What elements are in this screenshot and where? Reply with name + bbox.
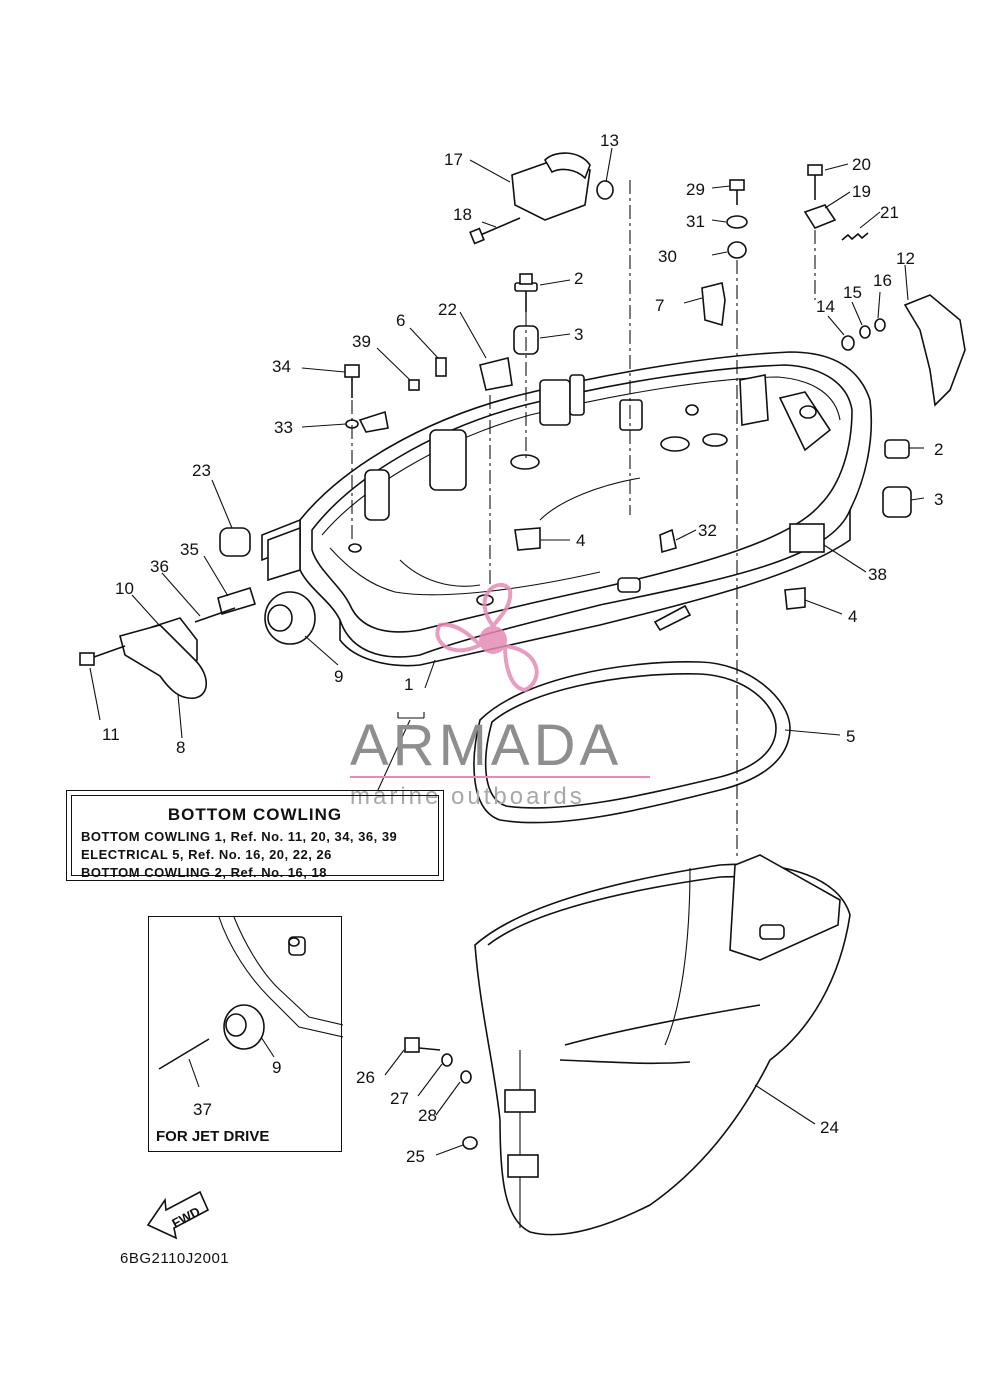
callout-22: 22 <box>438 300 457 319</box>
callout-35: 35 <box>180 540 199 559</box>
reference-table: BOTTOM COWLING BOTTOM COWLING 1, Ref. No… <box>66 790 444 881</box>
reference-table-title: BOTTOM COWLING <box>167 805 343 824</box>
callout-19: 19 <box>852 182 871 201</box>
callout-23: 23 <box>192 461 211 480</box>
callout-24: 24 <box>820 1118 839 1137</box>
callout-18: 18 <box>453 205 472 224</box>
callout-34: 34 <box>272 357 291 376</box>
watermark-logo <box>435 583 539 693</box>
callout-28: 28 <box>418 1106 437 1125</box>
callout-17: 17 <box>444 150 463 169</box>
callout-11: 11 <box>102 725 120 744</box>
callout-4: 4 <box>576 531 585 550</box>
callout-12: 12 <box>896 249 915 268</box>
callout-1: 1 <box>404 675 413 694</box>
jet-drive-inset-drawing <box>158 917 343 1088</box>
callout-20: 20 <box>852 155 871 174</box>
callout-37: 37 <box>193 1100 212 1119</box>
callout-26: 26 <box>356 1068 375 1087</box>
callout-5: 5 <box>846 727 855 746</box>
callout-2: 2 <box>574 269 583 288</box>
callout-30: 30 <box>658 247 677 266</box>
callout-21: 21 <box>880 203 899 222</box>
callout-36: 36 <box>150 557 169 576</box>
leader-lines <box>89 147 925 1156</box>
callout-labels: 1 2 2 3 3 4 4 5 6 7 8 9 9 10 11 12 13 14… <box>102 131 943 1166</box>
watermark-brand: ARMADA <box>350 713 623 778</box>
callout-15: 15 <box>843 283 862 302</box>
callout-10: 10 <box>115 579 134 598</box>
callout-8: 8 <box>176 738 185 757</box>
lower-case <box>474 854 851 1236</box>
callout-27: 27 <box>390 1089 409 1108</box>
callout-4b: 4 <box>848 607 857 626</box>
reference-row: BOTTOM COWLING 2, Ref. No. 16, 18 <box>81 865 327 880</box>
watermark-tagline: marine outboards <box>350 783 585 810</box>
diagram-code: 6BG2110J2001 <box>120 1250 230 1267</box>
reference-row: ELECTRICAL 5, Ref. No. 16, 20, 22, 26 <box>81 847 332 862</box>
callout-6: 6 <box>396 311 405 330</box>
callout-38: 38 <box>868 565 887 584</box>
callout-39: 39 <box>352 332 371 351</box>
callout-32: 32 <box>698 521 717 540</box>
callout-2b: 2 <box>934 440 943 459</box>
callout-7: 7 <box>655 296 664 315</box>
jet-drive-inset: FOR JET DRIVE <box>148 916 343 1152</box>
callout-9b: 9 <box>272 1058 281 1077</box>
fwd-arrow: FWD <box>146 1190 210 1240</box>
callout-31: 31 <box>686 212 705 231</box>
callout-9: 9 <box>334 667 343 686</box>
reference-row: BOTTOM COWLING 1, Ref. No. 11, 20, 34, 3… <box>81 829 398 844</box>
gasket <box>473 661 791 824</box>
watermark-underline <box>350 776 650 778</box>
callout-29: 29 <box>686 180 705 199</box>
callout-33: 33 <box>274 418 293 437</box>
jet-drive-caption: FOR JET DRIVE <box>156 1128 270 1145</box>
small-parts <box>79 152 966 1150</box>
bottom-cowling-tray <box>261 351 873 667</box>
callout-13: 13 <box>600 131 619 150</box>
callout-3: 3 <box>574 325 583 344</box>
callout-3b: 3 <box>934 490 943 509</box>
callout-14: 14 <box>816 297 835 316</box>
callout-16: 16 <box>873 271 892 290</box>
reference-table-inner: BOTTOM COWLING BOTTOM COWLING 1, Ref. No… <box>71 795 439 880</box>
callout-25: 25 <box>406 1147 425 1166</box>
